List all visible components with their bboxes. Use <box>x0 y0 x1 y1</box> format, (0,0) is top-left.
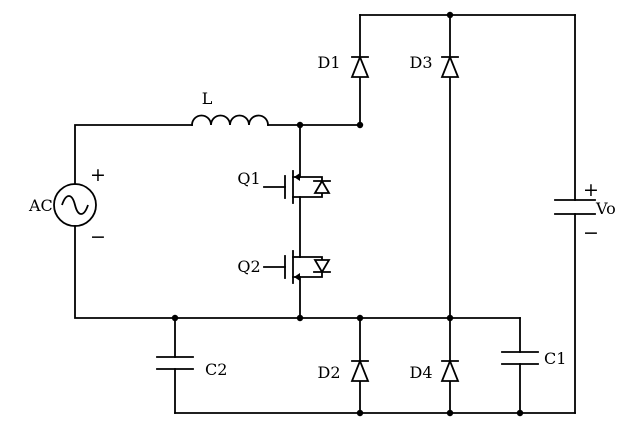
ac-source <box>53 183 97 227</box>
junction-dot <box>446 314 454 322</box>
ac-minus-label: − <box>90 226 106 248</box>
diode-d1-label: D1 <box>317 53 340 72</box>
q1-source-lead <box>292 196 301 258</box>
capacitor-c2-label: C2 <box>205 360 227 379</box>
wire-middle-rail <box>74 225 521 319</box>
output-capacitor-vo <box>554 199 596 215</box>
q1-body-diode-triangle <box>313 179 331 194</box>
junction-dot <box>356 121 364 129</box>
vo-plates <box>554 199 596 215</box>
q2-body-diode <box>299 256 331 278</box>
c2-plates <box>156 356 194 370</box>
junction-dot <box>446 11 454 19</box>
ac-source-circle <box>53 183 97 227</box>
vo-label: Vo <box>595 199 616 218</box>
q2-arrow-icon <box>294 273 300 281</box>
mosfet-q1 <box>263 124 331 258</box>
wire-ac-top <box>74 124 193 185</box>
q1-arrow-icon <box>294 173 300 181</box>
capacitor-c1-label: C1 <box>544 349 566 368</box>
junction-dot <box>171 314 179 322</box>
junction-dot <box>356 314 364 322</box>
vo-minus-label: − <box>583 222 599 244</box>
q2-body-diode-triangle <box>313 259 331 274</box>
junction-dot <box>446 409 454 417</box>
inductor-label: L <box>202 89 213 108</box>
d4-triangle <box>440 358 460 382</box>
ac-plus-label: + <box>90 164 106 186</box>
junction-dot <box>356 409 364 417</box>
junction-dot <box>296 121 304 129</box>
mosfet-q2-label: Q2 <box>237 257 260 276</box>
d1-triangle <box>350 54 370 78</box>
capacitor-c2 <box>156 356 194 370</box>
junction-dot <box>296 314 304 322</box>
c1-plates <box>501 351 539 365</box>
ac-source-label: AC <box>28 196 53 215</box>
diode-d4 <box>440 358 460 382</box>
q1-body-diode <box>299 176 331 198</box>
diode-d3 <box>440 54 460 78</box>
junction-dot <box>516 409 524 417</box>
inductor-coil <box>191 114 269 126</box>
diode-d4-label: D4 <box>409 363 432 382</box>
q1-drain-lead <box>292 124 301 178</box>
junction-dots <box>171 11 524 417</box>
mosfet-q1-label: Q1 <box>237 169 260 188</box>
diode-d3-label: D3 <box>409 53 432 72</box>
d2-triangle <box>350 358 370 382</box>
mosfet-q2 <box>263 250 331 319</box>
diode-d2-label: D2 <box>317 363 340 382</box>
diode-d2 <box>350 358 370 382</box>
sine-wave-icon <box>61 195 89 215</box>
wires <box>74 14 576 414</box>
vo-plus-label: + <box>583 179 599 201</box>
capacitor-c1 <box>501 351 539 365</box>
q2-bottom-lead <box>292 276 301 319</box>
d3-triangle <box>440 54 460 78</box>
diode-d1 <box>350 54 370 78</box>
